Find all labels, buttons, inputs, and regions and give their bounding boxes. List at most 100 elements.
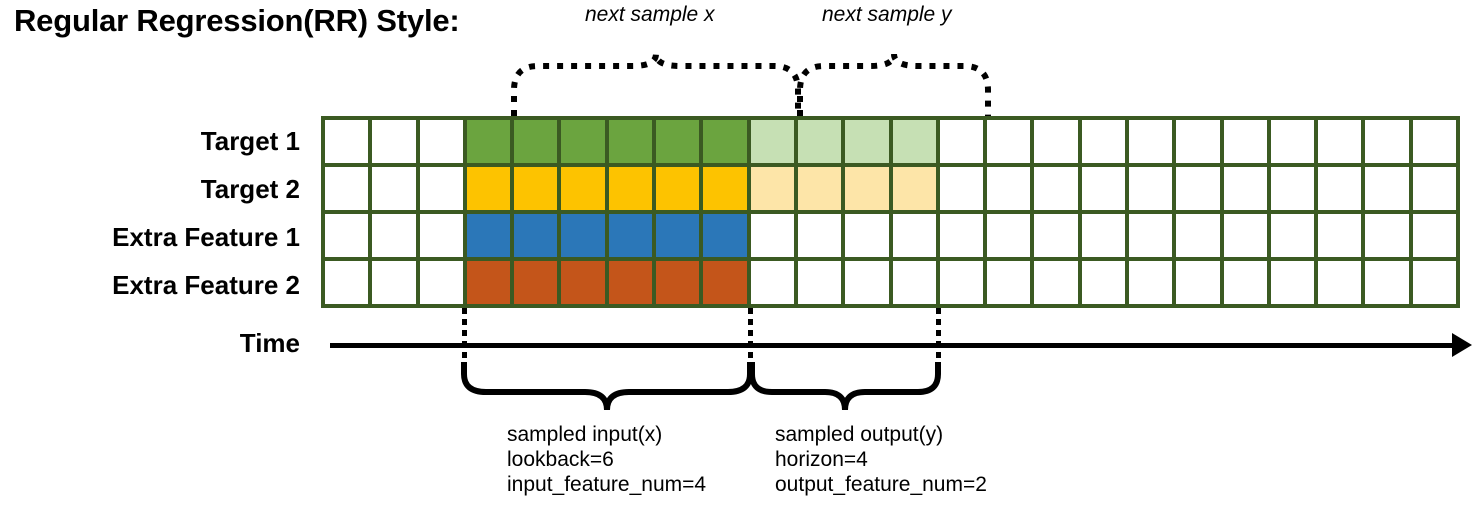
grid-cell-r3-c4-input <box>466 214 511 257</box>
grid-cell-r3-c12-empty <box>845 214 889 257</box>
grid-cell-r2-c22-empty <box>1318 167 1362 210</box>
grid-cell-r2-c9-input <box>703 167 747 210</box>
annotation-input-line-1: sampled input(x) <box>507 423 663 446</box>
grid-cell-r3-c19-empty <box>1176 214 1220 257</box>
brace-next-sample-x <box>511 53 801 116</box>
grid-cell-r3-c2-empty <box>372 214 416 257</box>
grid-cell-r4-c18-empty <box>1128 261 1173 304</box>
grid-cell-r1-c19-empty <box>1176 120 1220 163</box>
grid-cell-r4-c19-empty <box>1176 261 1220 304</box>
grid-cell-r4-c16-empty <box>1034 261 1078 304</box>
grid-cell-r4-c14-empty <box>939 261 984 304</box>
grid-cell-r1-c3-empty <box>419 120 463 163</box>
grid-cell-r4-c10-empty <box>750 261 794 304</box>
grid-cell-r2-c4-input <box>466 167 511 210</box>
annotation-sampled-output: sampled output(y) horizon=4 output_featu… <box>775 422 987 497</box>
grid-cell-r2-c23-empty <box>1365 167 1409 210</box>
label-next-sample-x: next sample x <box>585 3 715 26</box>
annotation-output-line-3: output_feature_num=2 <box>775 473 987 496</box>
grid-cell-r1-c4-input <box>466 120 511 163</box>
grid-cell-r1-c20-empty <box>1223 120 1267 163</box>
grid-cell-r3-c17-empty <box>1081 214 1125 257</box>
grid-cell-r2-c24-empty <box>1412 167 1456 210</box>
grid-cell-r1-c13-output <box>892 120 936 163</box>
grid-cell-r4-c9-input <box>703 261 747 304</box>
grid-cell-r3-c8-input <box>656 214 700 257</box>
row-label-extra-feature-1: Extra Feature 1 <box>112 222 300 252</box>
guide-line-output-end <box>936 308 941 363</box>
grid-cell-r4-c17-empty <box>1081 261 1125 304</box>
grid-cell-r3-c9-input <box>703 214 747 257</box>
grid-cell-r4-c21-empty <box>1270 261 1315 304</box>
guide-line-input-end <box>748 308 753 363</box>
grid-cell-r4-c3-empty <box>419 261 463 304</box>
grid-cell-r3-c16-empty <box>1034 214 1078 257</box>
label-next-sample-y: next sample y <box>822 3 952 26</box>
grid-cell-r2-c1-empty <box>325 167 369 210</box>
guide-line-input-start <box>462 308 467 363</box>
grid-cell-r1-c2-empty <box>372 120 416 163</box>
grid-cell-r4-c23-empty <box>1365 261 1409 304</box>
grid-cell-r2-c21-empty <box>1270 167 1315 210</box>
time-axis-line <box>330 343 1467 348</box>
grid-cell-r1-c7-input <box>608 120 653 163</box>
time-axis-arrow-icon <box>1452 333 1472 357</box>
grid-cell-r3-c14-empty <box>939 214 984 257</box>
grid-cell-r1-c1-empty <box>325 120 369 163</box>
row-label-extra-feature-2: Extra Feature 2 <box>112 270 300 300</box>
grid-cell-r4-c5-input <box>514 261 558 304</box>
grid-cell-r2-c2-empty <box>372 167 416 210</box>
grid-cell-r3-c23-empty <box>1365 214 1409 257</box>
grid-cell-r1-c8-input <box>656 120 700 163</box>
grid-cell-r1-c12-output <box>845 120 889 163</box>
grid-cell-r2-c12-output <box>845 167 889 210</box>
annotation-output-line-2: horizon=4 <box>775 448 868 471</box>
bottom-braces-group <box>461 362 941 411</box>
grid-cell-r3-c7-input <box>608 214 653 257</box>
grid-cell-r2-c6-input <box>561 167 605 210</box>
grid-cell-r1-c23-empty <box>1365 120 1409 163</box>
top-braces-group <box>511 53 991 116</box>
grid-cell-r2-c10-output <box>750 167 794 210</box>
grid-cell-r2-c13-output <box>892 167 936 210</box>
grid-cell-r1-c16-empty <box>1034 120 1078 163</box>
grid-cell-r1-c11-output <box>797 120 842 163</box>
grid-cell-r4-c11-empty <box>797 261 842 304</box>
grid-cell-r2-c7-input <box>608 167 653 210</box>
grid-cell-r1-c17-empty <box>1081 120 1125 163</box>
grid-cell-r1-c5-input <box>514 120 558 163</box>
annotation-input-line-2: lookback=6 <box>507 448 614 471</box>
grid-cell-r4-c6-input <box>561 261 605 304</box>
grid-cell-r3-c1-empty <box>325 214 369 257</box>
annotation-output-line-1: sampled output(y) <box>775 423 944 446</box>
grid-cell-r3-c20-empty <box>1223 214 1267 257</box>
grid-cell-r2-c8-input <box>656 167 700 210</box>
grid-cell-r1-c9-input <box>703 120 747 163</box>
grid-cell-r4-c20-empty <box>1223 261 1267 304</box>
grid-cell-r2-c11-output <box>797 167 842 210</box>
grid-cell-r2-c17-empty <box>1081 167 1125 210</box>
grid-cell-r1-c15-empty <box>987 120 1031 163</box>
page-title: Regular Regression(RR) Style: <box>14 3 460 38</box>
grid-cell-r2-c15-empty <box>987 167 1031 210</box>
row-label-target-1: Target 1 <box>200 126 300 156</box>
grid-cell-r2-c19-empty <box>1176 167 1220 210</box>
grid-cell-r3-c5-input <box>514 214 558 257</box>
annotation-input-line-3: input_feature_num=4 <box>507 473 707 496</box>
grid-cell-r4-c1-empty <box>325 261 369 304</box>
grid-cell-r2-c16-empty <box>1034 167 1078 210</box>
brace-sampled-output <box>749 362 941 411</box>
grid-cell-r3-c24-empty <box>1412 214 1456 257</box>
grid-cell-r1-c6-input <box>561 120 605 163</box>
grid-cell-r1-c24-empty <box>1412 120 1456 163</box>
grid-cell-r2-c20-empty <box>1223 167 1267 210</box>
grid-cell-r1-c22-empty <box>1318 120 1362 163</box>
grid-cell-r4-c15-empty <box>987 261 1031 304</box>
grid-cell-r4-c4-input <box>466 261 511 304</box>
time-axis-label: Time <box>239 328 300 358</box>
grid-cell-r3-c6-input <box>561 214 605 257</box>
grid-cell-r3-c3-empty <box>419 214 463 257</box>
timeseries-grid <box>321 116 1460 308</box>
grid-cell-r1-c21-empty <box>1270 120 1315 163</box>
grid-cell-r3-c10-empty <box>750 214 794 257</box>
